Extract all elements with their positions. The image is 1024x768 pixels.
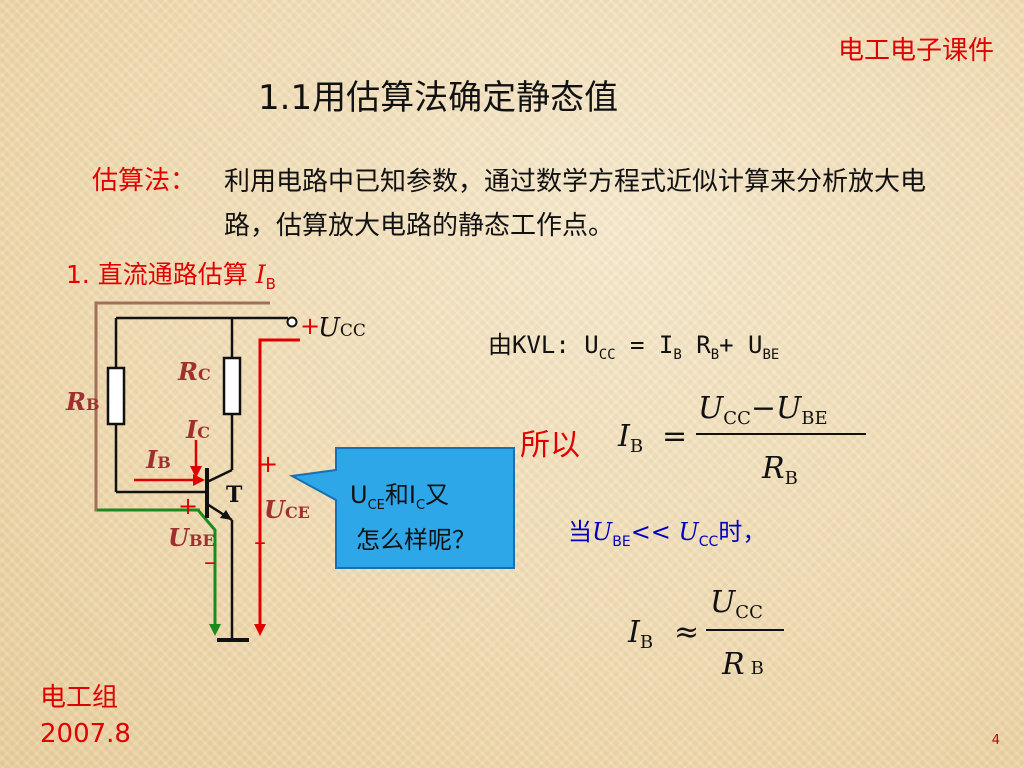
kvl-r: R (681, 331, 711, 359)
callout-box (288, 447, 515, 569)
condition-ll: << (630, 518, 671, 546)
condition-prefix: 当 (568, 518, 592, 546)
transistor-label: T (226, 482, 243, 508)
ucc-label: UCC (318, 313, 366, 343)
kvl-plus: + U (719, 331, 763, 359)
formula1-equals: = (662, 419, 687, 454)
formula1-lhs: IB (617, 419, 643, 457)
condition-suffix: 时， (718, 518, 767, 546)
condition-be: BE (612, 533, 631, 550)
supply-terminal (286, 316, 298, 328)
callout-line2: 怎么样呢？ (356, 525, 476, 554)
ucc-plus: + (300, 312, 320, 340)
ib-arrow-head (193, 474, 205, 486)
kvl-equation: 由KVL: UCC = IB RB+ UBE (488, 325, 779, 363)
condition-u1: U (592, 518, 613, 546)
ic-label: IC (185, 415, 210, 444)
uce-plus: + (258, 450, 278, 478)
formula1-label: 所以 (520, 428, 580, 463)
ic-arrow-head (190, 466, 202, 478)
condition-u2: U (678, 518, 699, 546)
rb-label: RB (65, 387, 99, 416)
condition-cc: CC (698, 533, 719, 550)
rb-resistor (106, 366, 126, 426)
formula2-numerator: UCC (710, 585, 763, 623)
page-number: 4 (991, 733, 1000, 748)
section-heading-text: 1. 直流通路估算 (66, 260, 256, 289)
formula1-denominator: RB (761, 451, 798, 489)
callout-he: 和I (384, 481, 416, 509)
formula1: IB = UCC−UBE RB (617, 391, 866, 489)
definition-label: 估算法： (92, 166, 197, 196)
formula2-approx: ≈ (674, 615, 699, 650)
formula2-lhs: IB (627, 615, 653, 653)
ube-minus: – (204, 548, 216, 576)
transistor-collector-lead (206, 468, 233, 484)
section-heading-var: I (255, 260, 266, 289)
slide-title: 1.1用估算法确定静态值 (258, 78, 619, 118)
footer-credit: 电工组 2007.8 (40, 680, 180, 752)
kvl-prefix: 由KVL: U (488, 331, 599, 359)
kvl-ube-sub: BE (762, 346, 780, 363)
rc-label: RC (177, 357, 211, 386)
kvl-rb-sub: B (710, 346, 720, 363)
footer-group: 电工组 (40, 683, 119, 713)
course-label: 电工电子课件 (837, 36, 994, 66)
section-heading-sub: B (265, 275, 276, 293)
ib-label: IB (145, 445, 171, 474)
ube-label: UBE (168, 523, 215, 552)
collector-emitter-arrow (254, 624, 266, 636)
callout-u: U (350, 481, 368, 509)
kvl-ucc-sub: CC (598, 346, 616, 363)
condition-text: 当UBE<< UCC时， (568, 512, 766, 550)
callout-text: UCE和IC又怎么样呢？ (350, 478, 476, 557)
uce-label: UCE (264, 495, 310, 524)
callout-c: C (415, 497, 426, 513)
rc-resistor (222, 356, 242, 416)
kvl-eq: = I (615, 331, 674, 359)
collector-emitter-path (258, 338, 300, 628)
base-emitter-path (97, 508, 217, 628)
base-emitter-arrow (209, 624, 221, 636)
callout-shape (288, 447, 515, 569)
kvl-ib-sub: B (673, 346, 682, 363)
footer-date: 2007.8 (40, 719, 131, 749)
definition-text: 利用电路中已知参数，通过数学方程式近似计算来分析放大电路，估算放大电路的静态工作… (224, 167, 927, 241)
circuit-diagram: + UCC RC RB IC IB T + UCE – + UBE – (65, 301, 366, 642)
callout-ce: CE (367, 497, 385, 513)
uce-minus: – (254, 528, 266, 556)
section-heading: 1. 直流通路估算 IB (66, 255, 276, 293)
callout-you: 又 (425, 481, 450, 509)
ube-plus: + (178, 492, 198, 520)
formula1-numerator: UCC−UBE (698, 391, 828, 429)
emitter-arrow (220, 510, 232, 520)
